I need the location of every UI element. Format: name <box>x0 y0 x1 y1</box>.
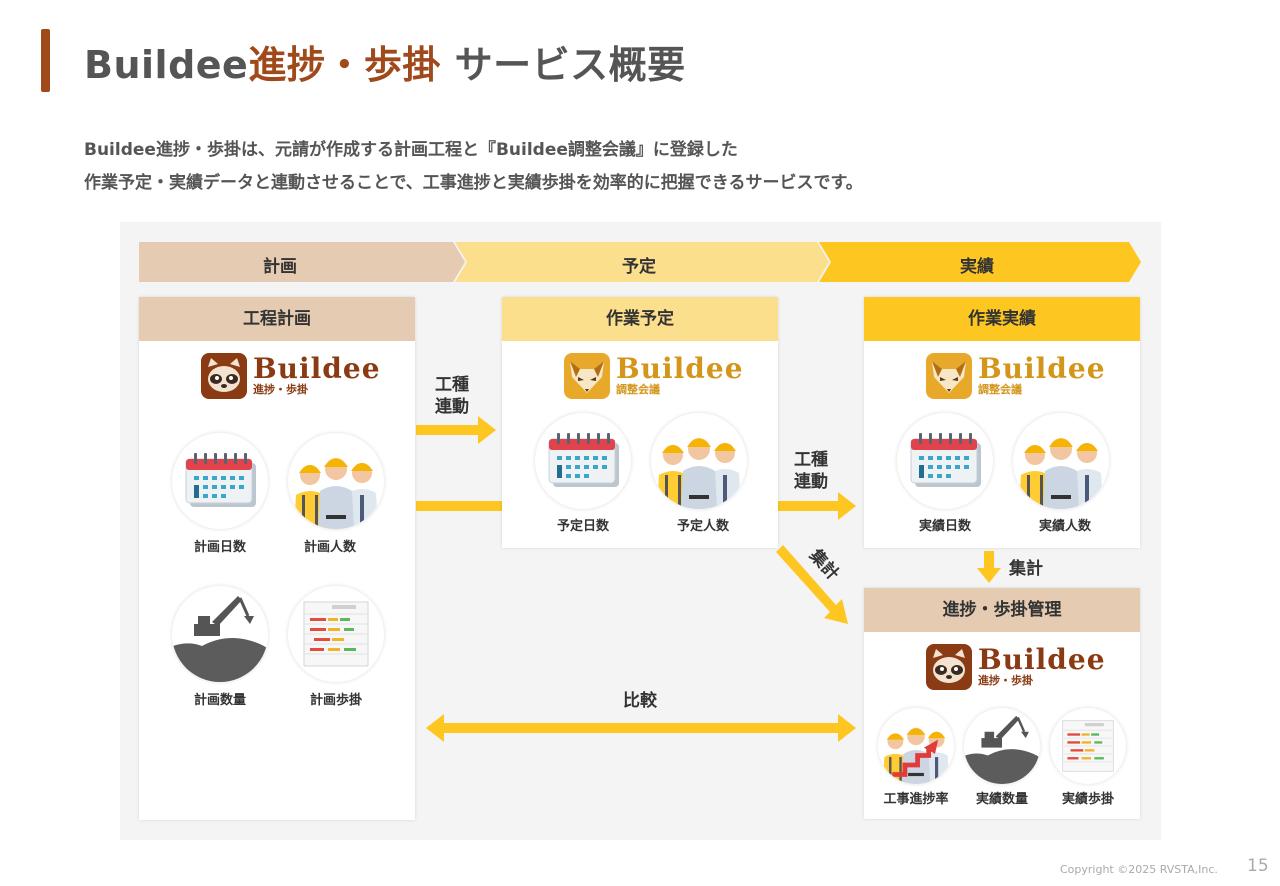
phase-label-schedule: 予定 <box>622 257 656 277</box>
phase-banner <box>139 242 1141 282</box>
arrow-schedule-to-actual <box>778 492 856 520</box>
item-actual-days: 実績日数 <box>918 519 971 534</box>
logo-meeting: Buildee 調整会議 <box>564 353 744 399</box>
title-accent-bar <box>41 29 50 92</box>
phase-schedule-band <box>455 242 829 282</box>
title-suffix: サービス概要 <box>440 43 686 87</box>
calendar-icon <box>535 413 631 509</box>
gantt-chart-icon <box>1050 708 1126 784</box>
intro-line-2: 作業予定・実績データと連動させることで、工事進捗と実績歩掛を効率的に把握できるサ… <box>84 173 863 193</box>
logo-brand: Buildee <box>978 643 1106 676</box>
progress-rate-icon <box>878 708 954 784</box>
arrow-compare <box>426 714 856 742</box>
calendar-icon <box>897 413 993 509</box>
raccoon-logo-icon <box>926 644 972 690</box>
item-plan-quantity: 計画数量 <box>193 693 246 708</box>
fox-logo-icon <box>926 353 972 399</box>
intro-text: Buildee進捗・歩掛は、元請が作成する計画工程と『Buildee調整会議』に… <box>84 134 863 200</box>
card-schedule: 作業予定 Buildee 調整会議 予定日数 予定人数 <box>502 297 778 548</box>
item-plan-days: 計画日数 <box>193 540 246 555</box>
card-schedule-title: 作業予定 <box>502 297 778 341</box>
arrow-label-link-2: 工種 連動 <box>785 449 837 493</box>
workers-icon <box>1013 413 1109 509</box>
raccoon-logo-icon <box>201 353 247 399</box>
phase-label-plan: 計画 <box>263 257 297 277</box>
item-plan-workers: 計画人数 <box>303 540 356 555</box>
arrow-label-link-1-line-1: 工種 <box>435 375 469 395</box>
logo-brand: Buildee <box>978 352 1106 385</box>
logo-progress: Buildee 進捗・歩掛 <box>201 353 381 399</box>
logo-sub: 調整会議 <box>616 383 660 396</box>
arrow-plan-to-schedule-top <box>416 416 496 444</box>
arrow-label-link-2-line-2: 連動 <box>794 472 828 492</box>
item-actual-workers: 実績人数 <box>1038 519 1091 534</box>
connector-plan-to-schedule <box>416 501 502 511</box>
arrow-label-compare: 比較 <box>623 691 657 711</box>
arrow-label-link-1: 工種 連動 <box>426 374 478 418</box>
card-manage-title: 進捗・歩掛管理 <box>864 588 1140 632</box>
title-accent: 進捗・歩掛 <box>248 43 441 87</box>
arrow-actual-to-manage <box>977 551 1001 583</box>
gantt-chart-icon <box>288 586 384 682</box>
page-number: 15 <box>1247 856 1269 876</box>
item-actual-quantity: 実績数量 <box>975 792 1028 807</box>
fox-logo-icon <box>564 353 610 399</box>
phase-plan-band <box>139 242 465 282</box>
card-plan-title: 工程計画 <box>139 297 415 341</box>
phase-label-actual: 実績 <box>960 257 994 277</box>
calendar-icon <box>172 433 268 529</box>
logo-progress: Buildee 進捗・歩掛 <box>926 644 1106 690</box>
excavator-icon <box>964 708 1040 784</box>
phase-actual-band <box>819 242 1141 282</box>
item-progress-rate: 工事進捗率 <box>883 792 949 807</box>
card-actual: 作業実績 Buildee 調整会議 実績日数 実績人数 <box>864 297 1140 548</box>
arrow-schedule-to-manage <box>776 545 848 624</box>
intro-line-1: Buildee進捗・歩掛は、元請が作成する計画工程と『Buildee調整会議』に… <box>84 140 738 160</box>
logo-meeting: Buildee 調整会議 <box>926 353 1106 399</box>
page-title: Buildee進捗・歩掛 サービス概要 <box>84 34 686 89</box>
arrow-label-link-2-line-1: 工種 <box>794 450 828 470</box>
card-actual-title: 作業実績 <box>864 297 1140 341</box>
item-scheduled-days: 予定日数 <box>556 519 609 534</box>
item-plan-productivity: 計画歩掛 <box>309 693 362 708</box>
card-plan: 工程計画 Buildee 進捗・歩掛 計画日数 計画人数 計画数量 計画歩掛 <box>139 297 415 820</box>
arrow-label-aggregate-down: 集計 <box>1009 559 1043 579</box>
card-manage: 進捗・歩掛管理 Buildee 進捗・歩掛 工事進捗率 実績数量 実績歩掛 <box>864 588 1140 819</box>
logo-brand: Buildee <box>253 352 381 385</box>
workers-icon <box>288 433 384 529</box>
logo-sub: 調整会議 <box>978 383 1022 396</box>
workers-icon <box>651 413 747 509</box>
item-scheduled-workers: 予定人数 <box>676 519 729 534</box>
logo-sub: 進捗・歩掛 <box>978 674 1033 687</box>
arrow-label-link-1-line-2: 連動 <box>435 397 469 417</box>
excavator-icon <box>172 586 268 682</box>
item-actual-productivity: 実績歩掛 <box>1061 792 1114 807</box>
copyright: Copyright ©2025 RVSTA,Inc. <box>1060 863 1218 876</box>
logo-brand: Buildee <box>616 352 744 385</box>
logo-sub: 進捗・歩掛 <box>253 383 308 396</box>
title-prefix: Buildee <box>84 43 249 87</box>
